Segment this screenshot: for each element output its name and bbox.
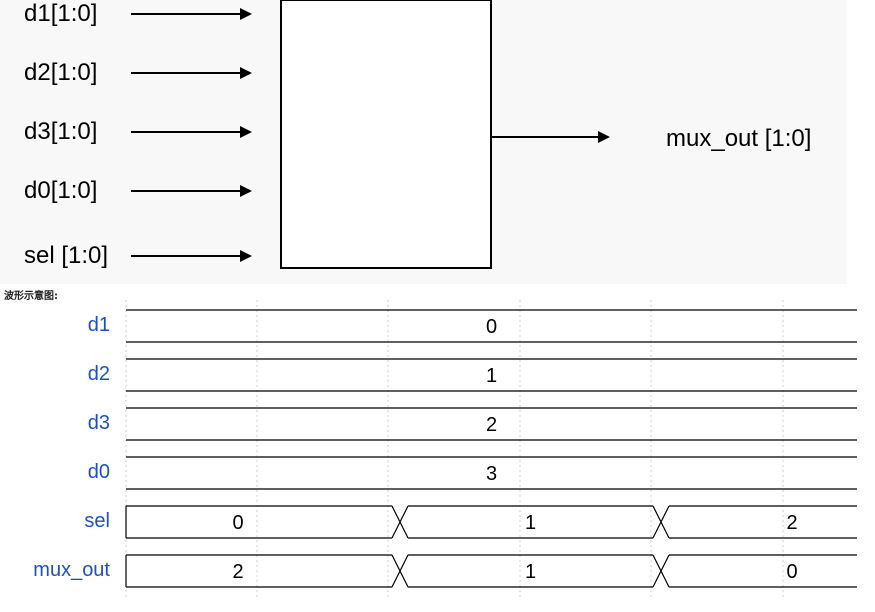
signal-label-d0: d0 bbox=[87, 461, 110, 483]
block-diagram: d1[1:0] d2[1:0] d3[1:0] d0[1:0] sel [1:0… bbox=[0, 0, 847, 284]
value-label: 2 bbox=[786, 512, 797, 534]
waveform-caption: 波形示意图: bbox=[4, 291, 58, 302]
input-label-d1: d1[1:0] bbox=[24, 0, 98, 27]
input-label-d2: d2[1:0] bbox=[24, 59, 98, 86]
signal-label-sel: sel bbox=[84, 510, 110, 532]
value-label: 1 bbox=[525, 561, 536, 583]
mux-block bbox=[280, 0, 492, 269]
value-label: 1 bbox=[525, 512, 536, 534]
value-label: 2 bbox=[486, 414, 497, 436]
input-label-d3: d3[1:0] bbox=[24, 118, 98, 145]
value-label: 1 bbox=[486, 365, 497, 387]
value-label: 0 bbox=[786, 561, 797, 583]
output-label: mux_out [1:0] bbox=[666, 125, 812, 152]
input-label-d0: d0[1:0] bbox=[24, 177, 98, 204]
waveform-trace-d1 bbox=[126, 309, 857, 343]
signal-label-mux-out: mux_out bbox=[33, 559, 110, 581]
signal-label-d1: d1 bbox=[87, 314, 110, 336]
waveform-trace-d3 bbox=[126, 407, 857, 441]
input-label-sel: sel [1:0] bbox=[24, 242, 109, 269]
signal-label-d2: d2 bbox=[87, 363, 110, 385]
value-label: 0 bbox=[486, 316, 497, 338]
waveform-trace-sel bbox=[125, 505, 857, 539]
value-label: 2 bbox=[232, 561, 243, 583]
waveform-trace-mux-out bbox=[125, 554, 857, 588]
waveform-graphics: 0 1 2 3 0 1 2 2 1 0 bbox=[125, 300, 857, 600]
waveform-trace-d0 bbox=[126, 456, 857, 490]
signal-label-d3: d3 bbox=[87, 412, 110, 434]
waveform-trace-d2 bbox=[126, 358, 857, 392]
value-label: 3 bbox=[486, 463, 497, 485]
block-diagram-graphics bbox=[131, 0, 610, 269]
value-label: 0 bbox=[232, 512, 243, 534]
waveform-diagram: 0 1 2 3 0 1 2 2 1 0 d1 d2 d3 d0 sel mux_out bbox=[0, 300, 875, 612]
